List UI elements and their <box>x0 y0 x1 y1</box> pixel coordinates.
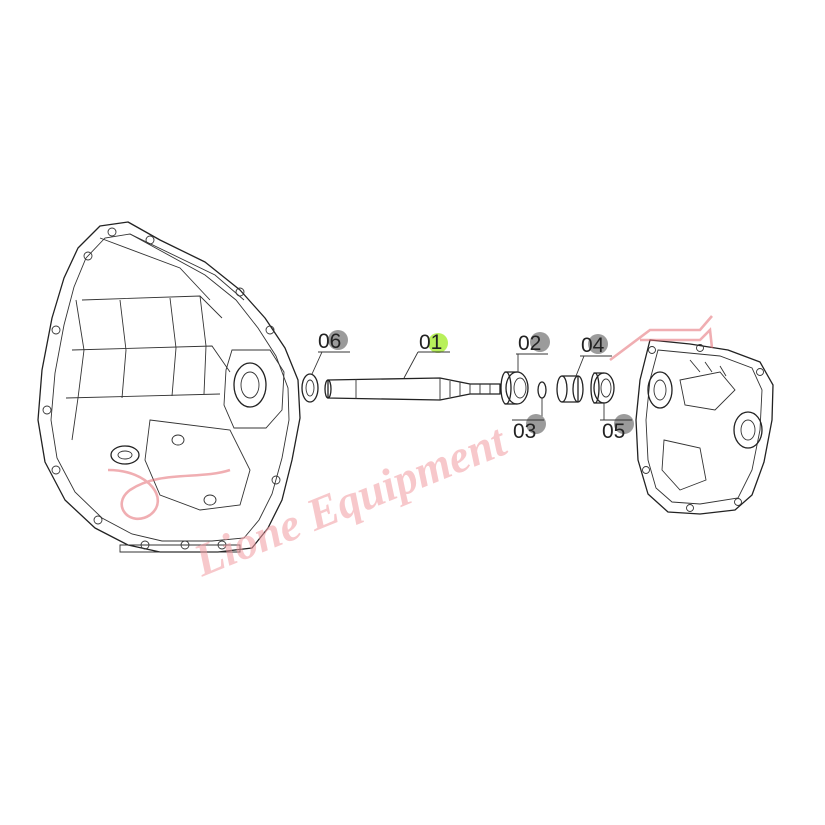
callout-06: 06 <box>318 330 350 353</box>
callout-02: 02 <box>516 332 550 355</box>
callout-02-label: 02 <box>518 332 541 355</box>
callout-06-label: 06 <box>318 330 341 353</box>
rear-case <box>635 339 774 515</box>
bearing-part-05 <box>590 372 615 404</box>
callout-03: 03 <box>512 414 546 443</box>
callout-05: 05 <box>600 414 634 443</box>
shaft-part-01 <box>324 377 501 401</box>
bearing-part-02 <box>500 371 529 405</box>
callout-04-label: 04 <box>581 334 605 357</box>
callout-01-label: 01 <box>419 331 442 354</box>
bell-housing <box>37 221 301 553</box>
snap-ring-part-03 <box>537 381 547 399</box>
callout-03-label: 03 <box>513 420 536 443</box>
callout-01: 01 <box>418 331 450 354</box>
callout-05-label: 05 <box>602 420 625 443</box>
spacer-part-04 <box>556 375 584 403</box>
watermark-logo: Lione Equipment <box>107 315 714 586</box>
callout-04: 04 <box>580 334 612 357</box>
seal-part-06 <box>301 373 319 403</box>
